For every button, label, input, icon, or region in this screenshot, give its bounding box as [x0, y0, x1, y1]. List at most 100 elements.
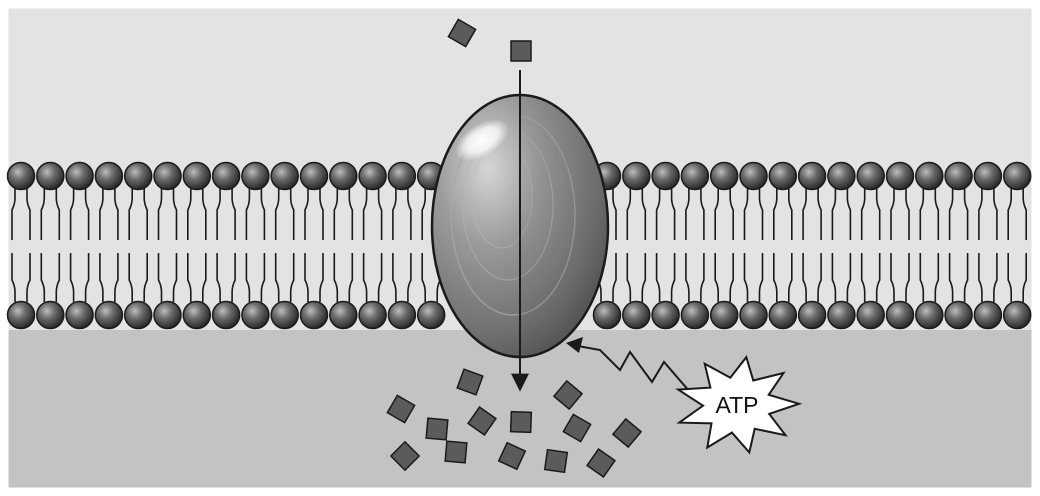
phospholipid-head: [915, 300, 944, 330]
phospholipid-head: [622, 161, 651, 191]
solute-molecule: [456, 368, 484, 396]
lipid-tails: [274, 188, 295, 240]
phospholipid-head: [885, 161, 915, 191]
lipid-tails: [655, 253, 676, 302]
lipid-tails: [626, 188, 647, 240]
lipid-tails: [831, 253, 852, 302]
lipid-tails: [890, 188, 910, 240]
phospholipid-head: [827, 300, 856, 330]
lipid-tails: [40, 188, 61, 240]
phospholipid-head: [709, 300, 739, 330]
phospholipid-head: [973, 161, 1003, 191]
phospholipid-head: [6, 300, 36, 330]
lipid-tails: [333, 253, 354, 302]
lipid-tails: [69, 253, 90, 302]
phospholipid-head: [797, 300, 827, 330]
phospholipid-head: [241, 161, 270, 191]
starburst-icon: [675, 355, 803, 455]
phospholipid-head: [358, 161, 387, 191]
lipid-tails: [948, 253, 969, 302]
phospholipid-head: [153, 300, 182, 330]
phospholipid-head: [6, 161, 36, 191]
phospholipid-head: [387, 161, 417, 191]
lipid-tails: [304, 253, 324, 302]
phospholipid-head: [182, 300, 212, 330]
phospholipid-head: [299, 161, 329, 191]
lipid-tails: [773, 253, 793, 302]
phospholipid-head: [944, 161, 973, 191]
lipid-tails: [304, 188, 324, 240]
phospholipid-head: [299, 300, 329, 330]
lipid-tails: [948, 188, 969, 240]
phospholipid-head: [65, 161, 94, 191]
phospholipid-head: [651, 161, 680, 191]
lipid-tails: [362, 188, 383, 240]
phospholipid-head: [944, 300, 973, 330]
lipid-tails: [685, 188, 705, 240]
lipid-tails: [626, 253, 647, 302]
protein-highlight: [455, 119, 509, 161]
solute-molecule: [389, 440, 421, 472]
lipid-tails: [333, 188, 354, 240]
phospholipid-head: [592, 300, 622, 330]
lipid-tails: [11, 188, 31, 240]
phospholipid-head: [915, 161, 944, 191]
solute-molecule: [497, 441, 527, 471]
phospholipid-head: [1002, 161, 1032, 191]
lipid-tails: [69, 188, 90, 240]
solute-molecule: [509, 410, 533, 434]
lipid-tails: [187, 188, 207, 240]
lipid-tails: [685, 253, 705, 302]
phospholipid-head: [94, 161, 124, 191]
lipid-tails: [128, 253, 148, 302]
lipid-tails: [743, 188, 764, 240]
atp-label: ATP: [715, 392, 758, 418]
lipid-tails: [802, 253, 822, 302]
phospholipid-head: [709, 161, 739, 191]
phospholipid-head: [123, 161, 153, 191]
lipid-tails: [274, 253, 295, 302]
phospholipid-head: [123, 300, 153, 330]
lipid-tails: [1007, 253, 1027, 302]
solute-molecule: [386, 394, 416, 424]
phospholipid-head: [36, 161, 65, 191]
lipid-tails: [99, 253, 119, 302]
phospholipid-head: [973, 300, 1003, 330]
lipid-tails: [40, 253, 61, 302]
phospholipid-head: [1002, 300, 1032, 330]
lipid-tails: [655, 188, 676, 240]
lipid-tails: [216, 188, 236, 240]
lipid-tails: [245, 188, 266, 240]
phospholipid-head: [182, 161, 212, 191]
lipid-tails: [890, 253, 910, 302]
phospholipid-head: [651, 300, 680, 330]
lipid-tails: [157, 188, 178, 240]
lipid-tails: [128, 188, 148, 240]
phospholipid-head: [416, 300, 446, 330]
molecules: [386, 18, 643, 478]
solute-molecule: [562, 413, 592, 443]
solute-molecule: [510, 40, 532, 62]
phospholipid-head: [856, 161, 885, 191]
solute-molecule: [552, 379, 584, 411]
phospholipid-head: [211, 161, 241, 191]
phospholipid-head: [270, 300, 299, 330]
lipid-tails: [1007, 188, 1027, 240]
zigzag-arrow-icon: [566, 337, 691, 393]
solute-molecule: [447, 18, 477, 48]
lipid-tails: [978, 253, 998, 302]
phospholipid-head: [768, 161, 798, 191]
solute-molecule: [425, 417, 449, 441]
phospholipid-head: [94, 300, 124, 330]
phospholipid-head: [739, 300, 768, 330]
phospholipid-head: [768, 300, 798, 330]
lipid-tails: [802, 188, 822, 240]
phospholipid-head: [885, 300, 915, 330]
phospholipid-head: [680, 161, 710, 191]
phospholipid-head: [36, 300, 65, 330]
lipid-tails: [99, 188, 119, 240]
phospholipid-head: [622, 300, 651, 330]
phospholipid-head: [387, 300, 417, 330]
